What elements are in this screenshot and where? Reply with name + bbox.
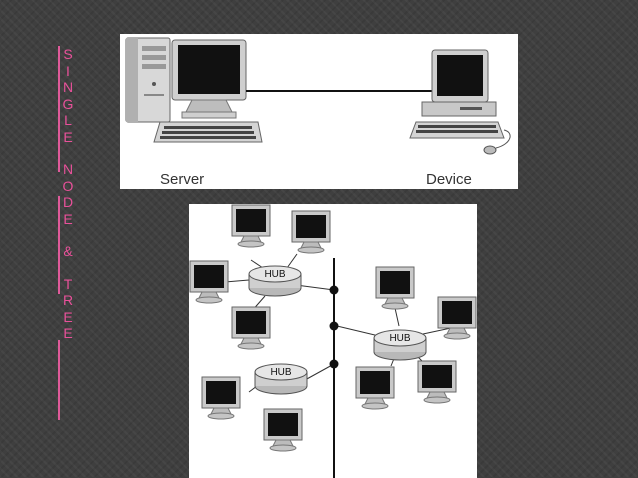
server-keyboard-icon [153,121,263,143]
server-label: Server [160,171,204,188]
title-letter: E [63,128,73,145]
hub-icon: HUB [254,363,308,395]
computer-icon [437,296,477,340]
single-node-diagram: Server Device [120,34,518,189]
title-letter: E [63,210,73,227]
title-letter: & [63,243,73,259]
device-keyboard-icon [409,121,505,139]
title-letter: E [63,325,73,341]
title-letter: I [66,62,70,79]
computer-icon [231,204,271,248]
computer-icon [263,408,303,452]
title-letter: E [63,308,73,325]
server-tower-icon [125,37,171,123]
title-letter: T [63,275,73,292]
title-letter: N [62,79,74,95]
title-spacer [61,145,75,161]
title-letter: O [62,177,74,194]
junction-dot [329,359,339,369]
device-label: Device [426,171,472,188]
computer-icon [291,210,331,254]
junction-dot [329,321,339,331]
hub-icon: HUB [248,265,302,297]
title-rule-2 [58,196,60,294]
title-letter: R [62,292,74,308]
computer-icon [355,366,395,410]
junction-dot [329,285,339,295]
title-letter: G [62,95,74,112]
title-letter: S [63,46,73,62]
hub-label: HUB [264,269,285,280]
computer-icon [417,360,457,404]
title-letter: N [62,161,74,177]
computer-icon [231,306,271,350]
server-monitor-icon [171,39,247,119]
device-monitor-icon [421,49,497,117]
vertical-title: S I N G L E N O D E & T R E E [61,46,75,342]
mouse-icon [483,129,511,155]
computer-icon [189,260,229,304]
computer-icon [201,376,241,420]
hub-label: HUB [270,367,291,378]
title-rule-3 [58,340,60,420]
computer-icon [375,266,415,310]
hub-label: HUB [389,333,410,344]
title-spacer [61,227,75,243]
tree-diagram: HUB HUB HUB [189,204,477,478]
hub-icon: HUB [373,329,427,361]
title-letter: D [62,194,74,210]
title-spacer [61,260,75,276]
title-letter: L [64,112,72,128]
tree-links [224,253,452,427]
title-rule-1 [58,46,60,172]
